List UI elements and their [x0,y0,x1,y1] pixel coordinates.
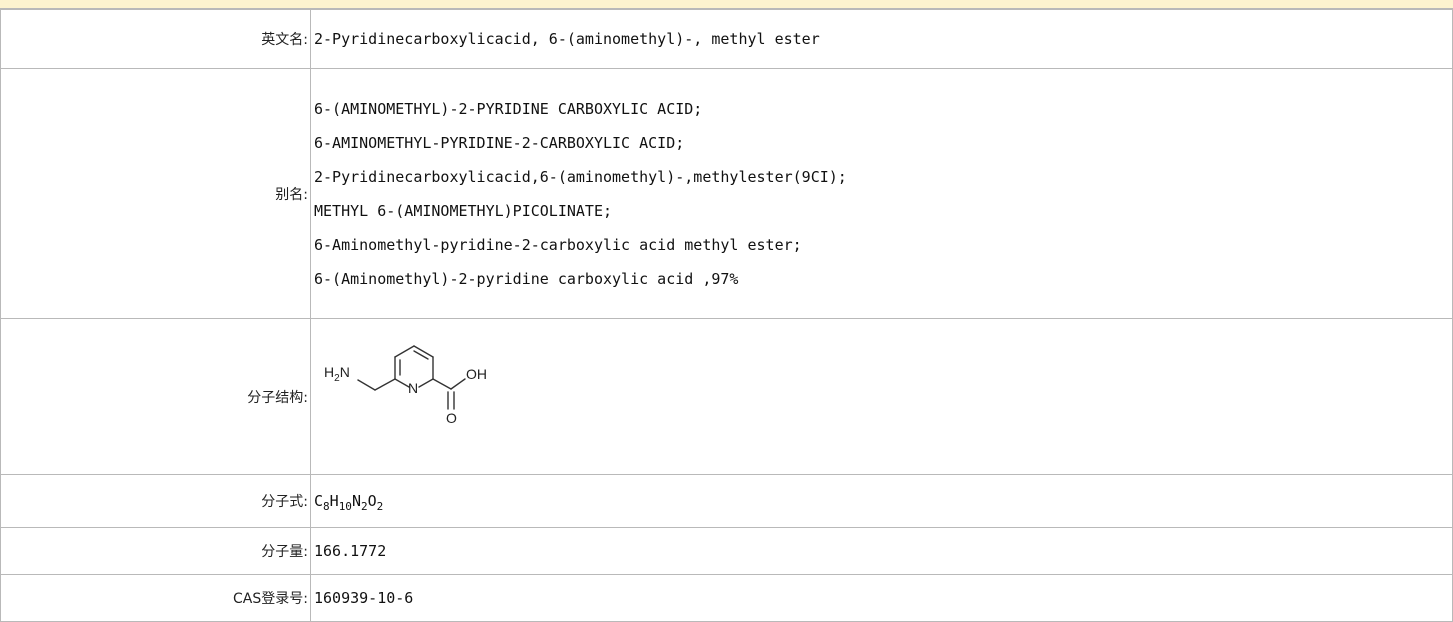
carbonyl-oxygen-label: O [446,410,457,426]
row-english-name: 英文名: 2-Pyridinecarboxylicacid, 6-(aminom… [0,9,1453,69]
amine-group-label: H2N [324,364,350,384]
alias-item: 2-Pyridinecarboxylicacid,6-(aminomethyl)… [314,167,847,186]
structure-cell: H2N N OH O [310,318,1453,475]
row-aliases: 别名: 6-(AMINOMETHYL)-2-PYRIDINE CARBOXYLI… [0,68,1453,319]
cas-label: CAS登录号: [0,574,311,622]
alias-item: 6-(AMINOMETHYL)-2-PYRIDINE CARBOXYLIC AC… [314,99,703,118]
alias-item: METHYL 6-(AMINOMETHYL)PICOLINATE; [314,201,613,220]
aliases-list: 6-(AMINOMETHYL)-2-PYRIDINE CARBOXYLIC AC… [310,68,1453,319]
hydroxyl-label: OH [466,366,487,382]
molecular-structure-image: H2N N OH O [324,344,487,426]
row-structure: 分子结构: [0,318,1453,475]
weight-label: 分子量: [0,527,311,575]
row-weight: 分子量: 166.1772 [0,527,1453,575]
header-bar [0,0,1453,9]
structure-label: 分子结构: [0,318,311,475]
alias-item: 6-AMINOMETHYL-PYRIDINE-2-CARBOXYLIC ACID… [314,133,685,152]
row-formula: 分子式: C8H10N2O2 [0,474,1453,528]
english-name-label: 英文名: [0,9,311,69]
alias-item: 6-(Aminomethyl)-2-pyridine carboxylic ac… [314,269,739,288]
compound-info-table: 英文名: 2-Pyridinecarboxylicacid, 6-(aminom… [0,9,1453,622]
aliases-label: 别名: [0,68,311,319]
formula-value: C8H10N2O2 [310,474,1453,528]
formula-label: 分子式: [0,474,311,528]
cas-value: 160939-10-6 [310,574,1453,622]
row-cas: CAS登录号: 160939-10-6 [0,574,1453,622]
alias-item: 6-Aminomethyl-pyridine-2-carboxylic acid… [314,235,802,254]
english-name-value: 2-Pyridinecarboxylicacid, 6-(aminomethyl… [310,9,1453,69]
ring-nitrogen-label: N [408,380,418,396]
weight-value: 166.1772 [310,527,1453,575]
